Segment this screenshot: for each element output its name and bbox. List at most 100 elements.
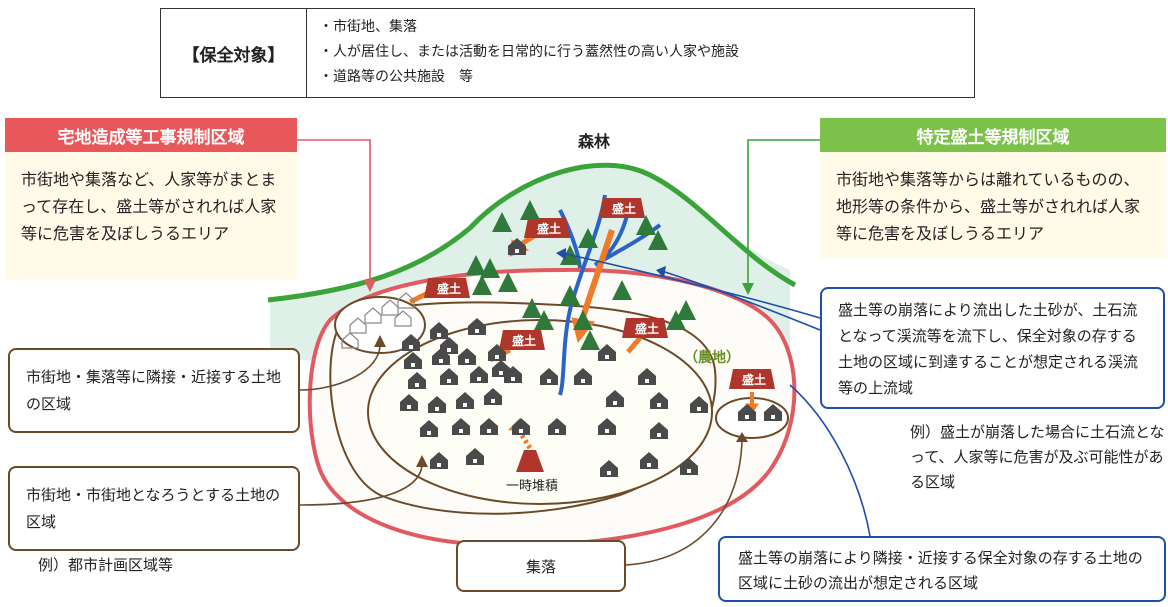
house-window — [547, 379, 551, 383]
house-window — [605, 429, 609, 433]
residential-zone-description: 市街地や集落など、人家等がまとまって存在し、盛土等がされれば人家等に危害を及ぼし… — [21, 170, 277, 243]
house-window — [511, 377, 515, 381]
list-item: ・市街地、集落 — [319, 19, 417, 35]
house-icon — [404, 352, 422, 369]
house-icon — [400, 238, 782, 477]
house-icon — [598, 344, 616, 361]
adjacent-area-callout: 市街地・集落等に隣接・近接する土地の区域 — [8, 348, 300, 433]
leader-line-village — [625, 439, 743, 566]
house-window — [447, 348, 451, 352]
leader-line-stream-2 — [664, 271, 821, 331]
slope-area-callout: 盛土等の崩落により隣接・近接する保全対象の存する土地の区域に土砂の流出が想定され… — [718, 536, 1166, 602]
stream-example-note: 例）盛土が崩落した場合に土石流となって、人家等に危害が及ぶ可能性がある区域 — [910, 423, 1165, 491]
protection-target-list: ・市街地、集落 ・人が居住し、または活動を日常的に行う蓋然性の高い人家や施設 ・… — [319, 15, 739, 90]
house-icon — [764, 404, 782, 421]
residential-zone-panel: 宅地造成等工事規制区域 市街地や集落など、人家等がまとまって存在し、盛土等がされ… — [5, 118, 297, 280]
list-item: ・人が居住し、または活動を日常的に行う蓋然性の高い人家や施設 — [319, 44, 739, 60]
house-icon — [484, 388, 502, 405]
house-icon — [440, 368, 458, 385]
house-icon — [466, 448, 484, 465]
house-window — [473, 459, 477, 463]
protection-target-box: 【保全対象】 ・市街地、集落 ・人が居住し、または活動を日常的に行う蓋然性の高い… — [160, 8, 975, 98]
house-window — [515, 249, 519, 253]
house-window — [687, 469, 691, 473]
fill-label: 盛土 — [635, 321, 659, 336]
house-window — [771, 415, 775, 419]
house-window — [435, 407, 439, 411]
house-icon — [400, 394, 418, 411]
house-window — [407, 405, 411, 409]
stream-line — [558, 194, 607, 396]
house-window — [437, 463, 441, 467]
house-window — [477, 377, 481, 381]
house-icon — [650, 422, 668, 439]
house-icon — [512, 418, 530, 435]
specific-zone-title: 特定盛土等規制区域 — [820, 118, 1166, 152]
house-icon — [504, 366, 522, 383]
fill-label: 盛土 — [612, 201, 636, 216]
house-icon — [458, 348, 476, 365]
house-window — [463, 403, 467, 407]
house-window — [415, 383, 419, 387]
fill-mound-icon — [424, 198, 775, 389]
house-icon — [452, 418, 470, 435]
house-window — [605, 355, 609, 359]
list-item: ・道路等の公共施設 等 — [319, 69, 473, 85]
house-window — [697, 407, 701, 411]
house-icon — [574, 368, 592, 385]
leader-line-stream — [565, 253, 821, 319]
house-window — [409, 345, 413, 349]
house-icon — [428, 396, 446, 413]
house-icon — [548, 418, 566, 435]
mountain-ridge — [267, 162, 797, 303]
house-window — [437, 333, 441, 337]
house-icon — [456, 392, 474, 409]
house-window — [475, 329, 479, 333]
house-icon — [540, 368, 558, 385]
leader-line-slope — [789, 384, 871, 537]
house-icon — [432, 348, 450, 365]
house-icon — [468, 318, 486, 335]
fill-label: 盛土 — [742, 372, 766, 387]
house-icon — [402, 334, 420, 351]
temporary-pile-icon — [516, 450, 544, 472]
house-icon — [508, 238, 526, 255]
fill-label: 盛土 — [537, 221, 561, 236]
scattered-house-icon — [341, 292, 415, 349]
specific-zone-description: 市街地や集落等からは離れているものの、地形等の条件から、盛土等がされれば人家等に… — [836, 170, 1141, 243]
house-icon — [408, 372, 426, 389]
house-window — [495, 355, 499, 359]
leader-line-green — [747, 139, 820, 285]
house-icon — [430, 452, 448, 469]
tree-icon — [466, 200, 696, 350]
house-window — [657, 433, 661, 437]
house-icon — [600, 460, 618, 477]
urban-area-callout: 市街地・市街地となろうとする土地の区域 — [8, 466, 300, 551]
specific-zone-panel: 特定盛土等規制区域 市街地や集落等からは離れているものの、地形等の条件から、盛土… — [820, 118, 1166, 258]
house-icon — [606, 390, 624, 407]
house-icon — [440, 337, 458, 354]
house-icon — [598, 418, 616, 435]
house-icon — [680, 458, 698, 475]
leader-line-urban — [299, 464, 423, 506]
house-window — [465, 359, 469, 363]
house-window — [459, 429, 463, 433]
stream-area-callout: 盛土等の崩落により流出した土砂が、土石流となって渓流等を流下し、保全対象の存する… — [820, 287, 1165, 409]
house-window — [439, 359, 443, 363]
house-window — [499, 371, 503, 375]
house-window — [613, 401, 617, 405]
house-window — [645, 379, 649, 383]
leader-line-red — [297, 139, 371, 282]
house-window — [487, 429, 491, 433]
fill-label: 盛土 — [512, 333, 536, 348]
house-icon — [420, 420, 438, 437]
house-icon — [690, 396, 708, 413]
house-window — [657, 403, 661, 407]
house-window — [519, 429, 523, 433]
urban-example-note: 例）都市計画区域等 — [38, 556, 174, 574]
house-icon — [488, 344, 506, 361]
forest-label: 森林 — [578, 132, 611, 151]
house-window — [411, 363, 415, 367]
leader-line-adjacent — [299, 344, 381, 391]
